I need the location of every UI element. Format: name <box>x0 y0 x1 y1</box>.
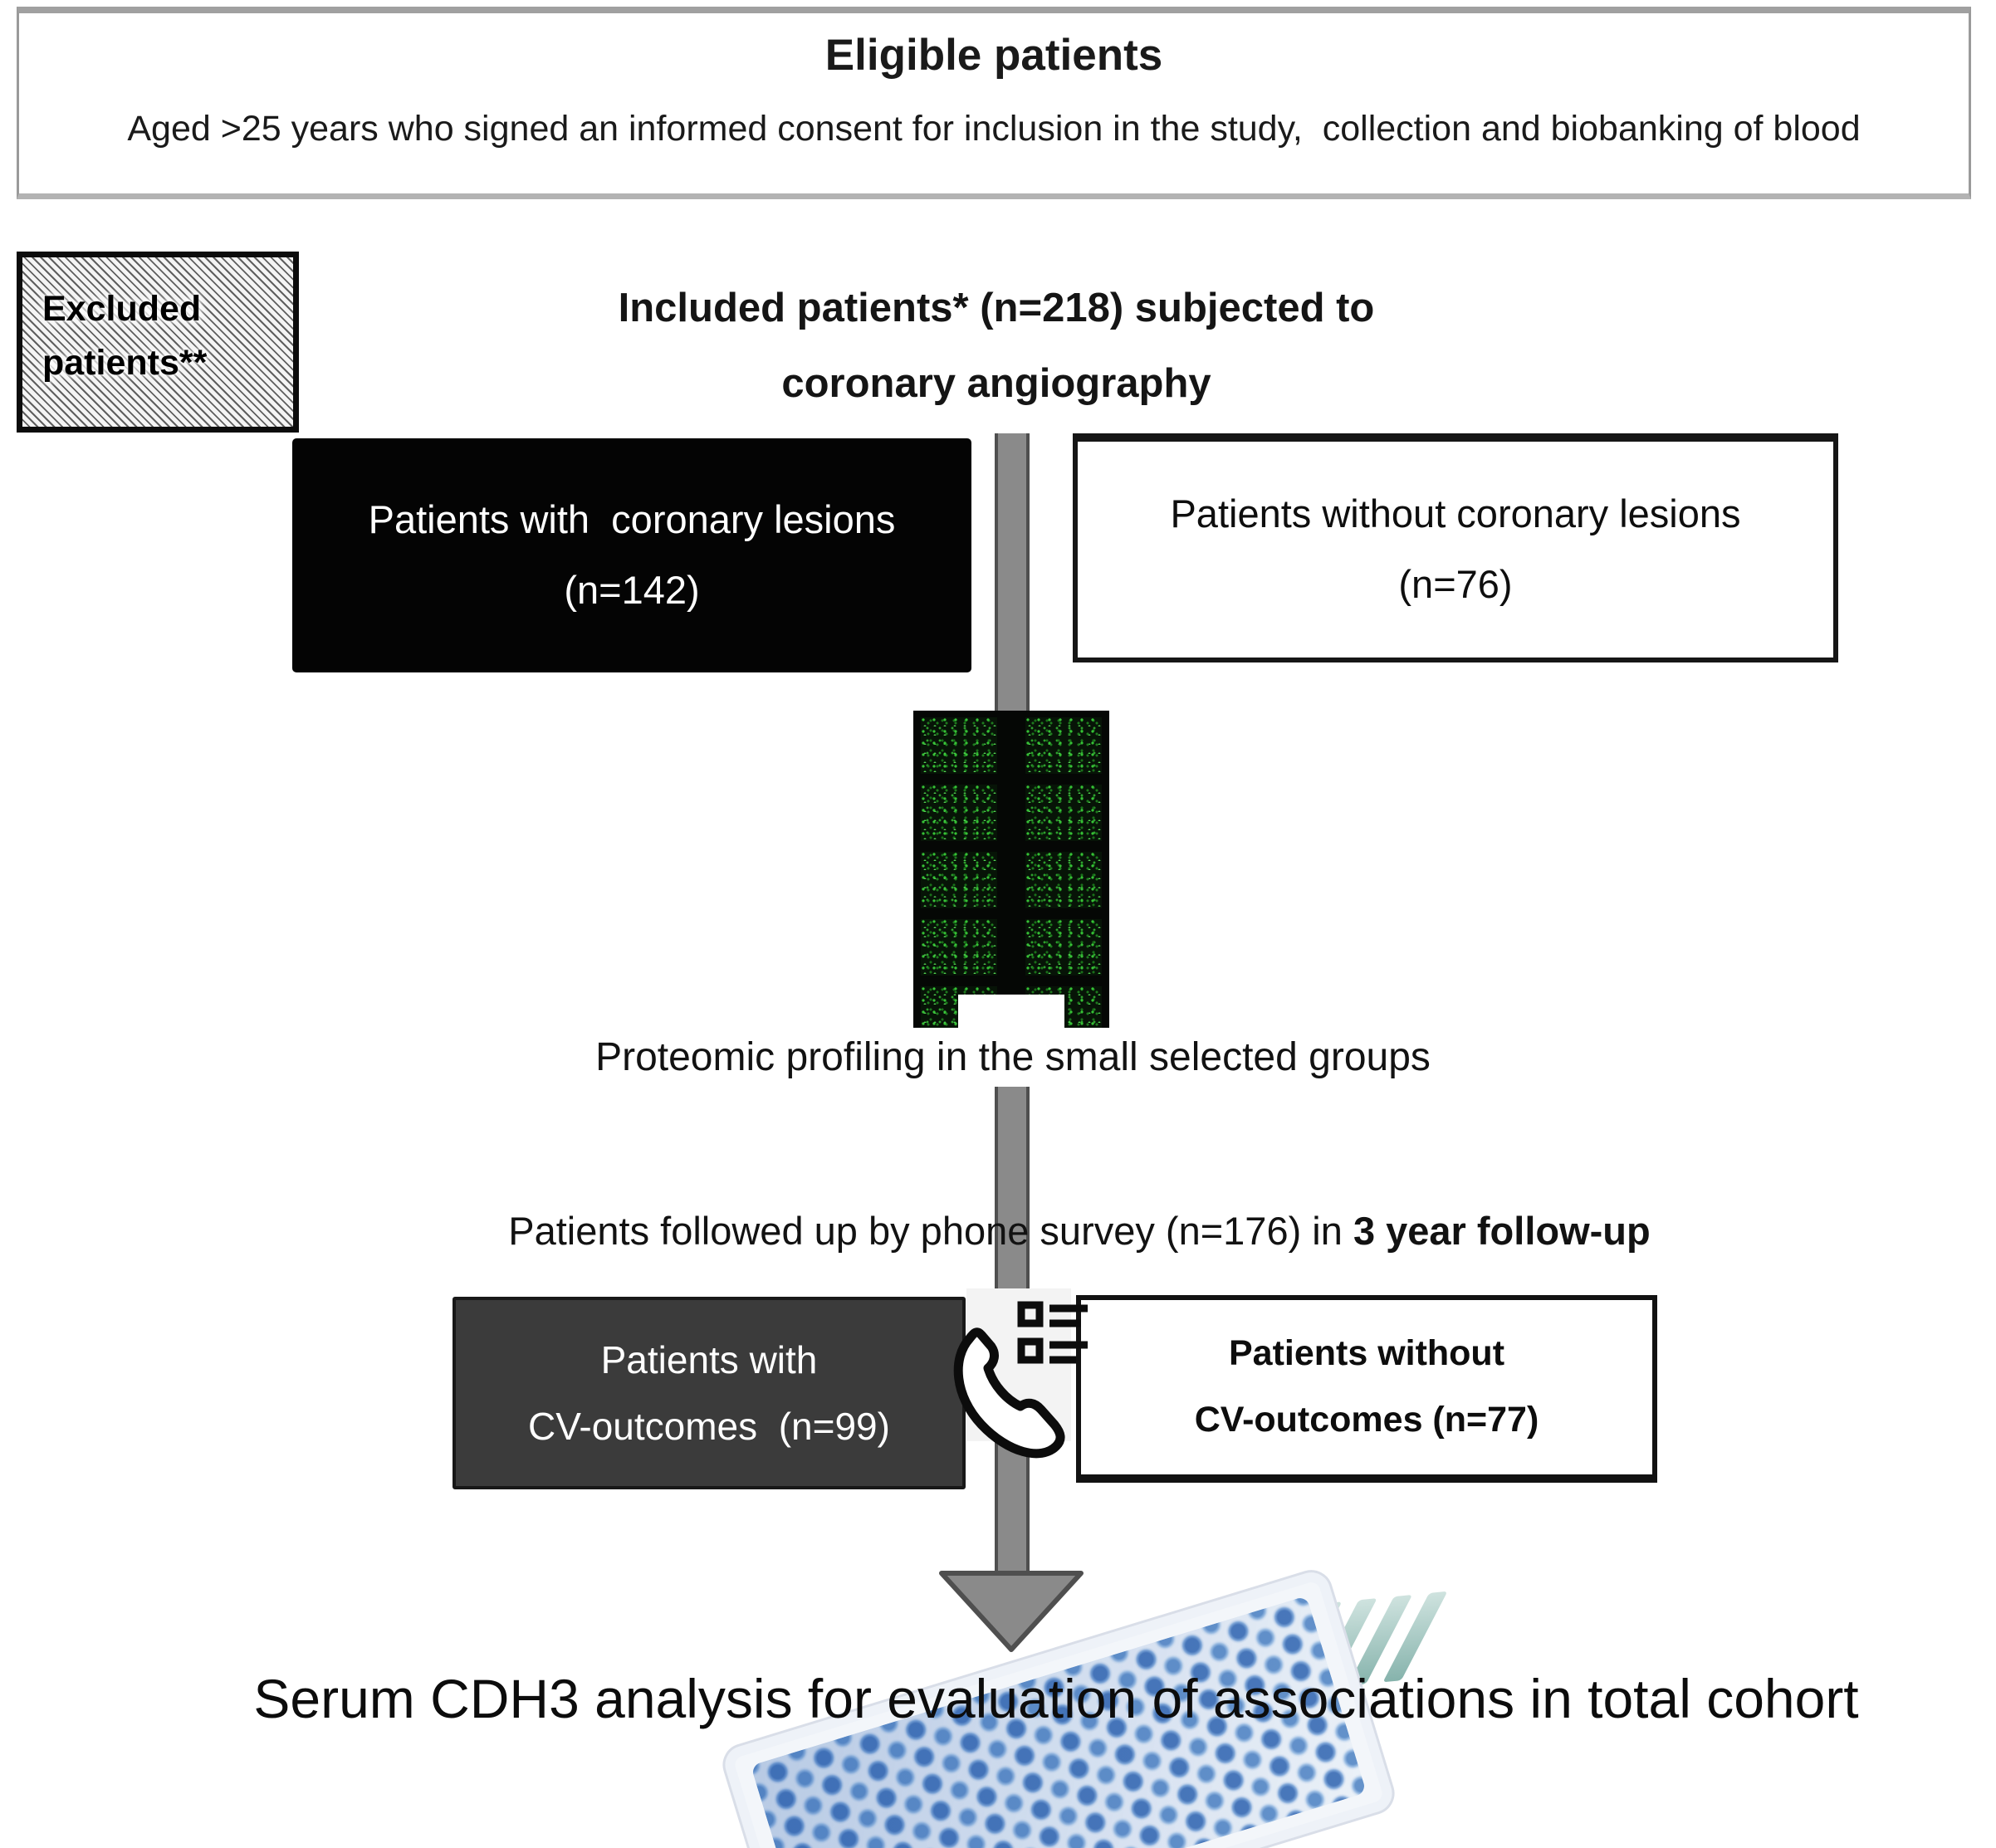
serum-analysis-caption: Serum CDH3 analysis for evaluation of as… <box>253 1668 1859 1729</box>
eligible-patients-box: Eligible patients Aged >25 years who sig… <box>17 7 1971 199</box>
included-line2: coronary angiography <box>781 360 1211 406</box>
with-lesions-line1: Patients with coronary lesions <box>368 497 896 542</box>
eligible-subtitle: Aged >25 years who signed an informed co… <box>127 109 1861 149</box>
followup-bold-text: 3 year follow-up <box>1353 1209 1651 1253</box>
followup-text: Patients followed up by phone survey (n=… <box>508 1209 1353 1253</box>
included-line1: Included patients* (n=218) subjected to <box>618 286 1375 330</box>
eligible-title: Eligible patients <box>824 31 1163 80</box>
excluded-label: Excluded patients** <box>42 289 208 383</box>
with-cv-line2: CV-outcomes (n=99) <box>528 1405 890 1448</box>
without-cv-line2: CV-outcomes (n=77) <box>1194 1400 1539 1440</box>
with-cv-line1: Patients with <box>600 1337 818 1381</box>
proteomic-caption: Proteomic profiling in the small selecte… <box>349 1028 1677 1087</box>
patients-with-lesions-box: Patients with coronary lesions (n=142) <box>292 438 971 672</box>
without-lesions-line2: (n=76) <box>1398 562 1513 606</box>
without-cv-line1: Patients without <box>1228 1333 1505 1374</box>
included-patients-heading: Included patients* (n=218) subjected to … <box>349 271 1644 421</box>
protein-microarray-image <box>913 711 1109 1049</box>
without-lesions-line1: Patients without coronary lesions <box>1170 491 1741 536</box>
with-lesions-line2: (n=142) <box>564 568 700 612</box>
patients-without-cv-outcomes-box: Patients without CV-outcomes (n=77) <box>1076 1295 1657 1483</box>
patients-with-cv-outcomes-box: Patients with CV-outcomes (n=99) <box>453 1297 966 1489</box>
patients-without-lesions-box: Patients without coronary lesions (n=76) <box>1073 433 1838 662</box>
excluded-patients-box: Excluded patients** <box>17 252 299 433</box>
microarray-grid <box>921 717 1102 1043</box>
down-arrow-icon <box>939 1571 1084 1652</box>
followup-caption: Patients followed up by phone survey (n=… <box>299 1208 1860 1254</box>
phone-checklist-icon <box>953 1301 1088 1459</box>
